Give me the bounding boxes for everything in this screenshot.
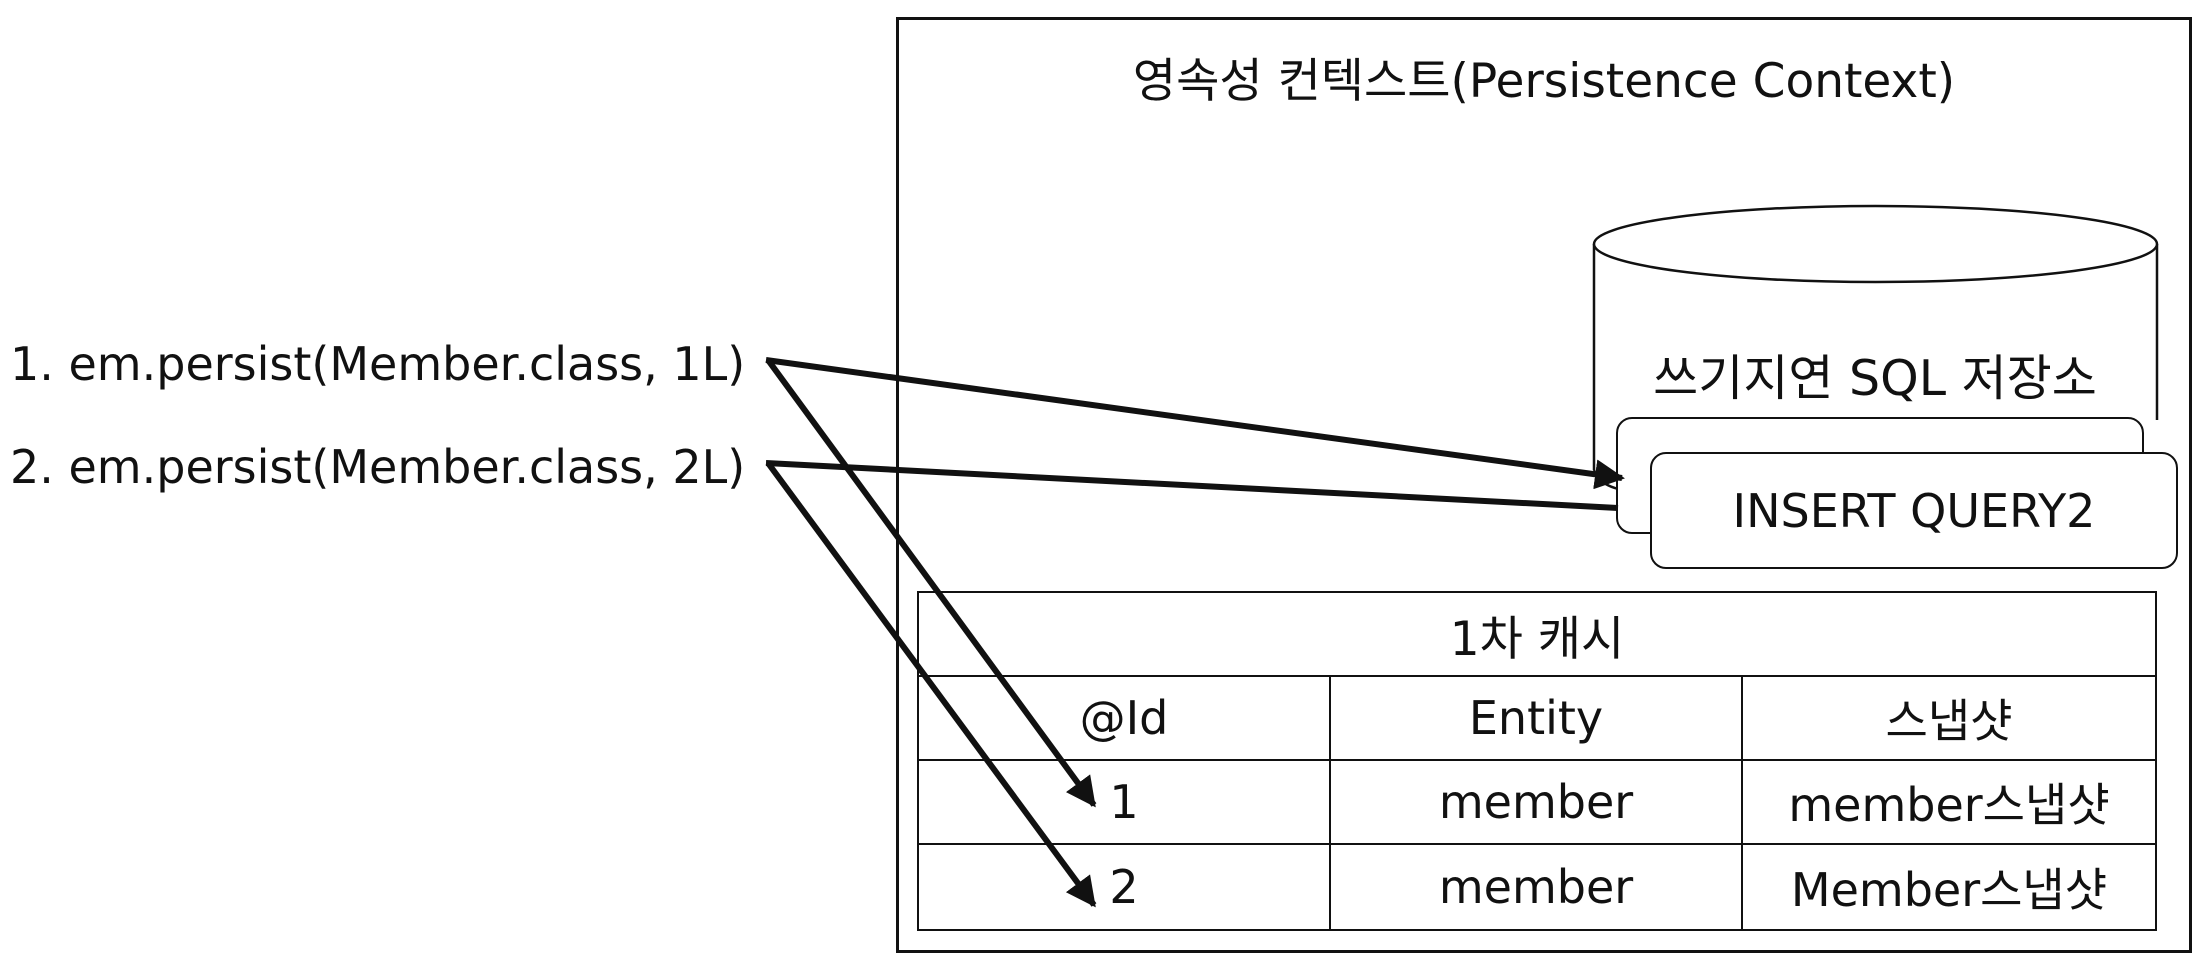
sql-store-label: 쓰기지연 SQL 저장소: [1653, 350, 2097, 407]
cache-cell-entity: member: [1331, 761, 1743, 845]
first-level-cache-table: 1차 캐시 @Id Entity 스냅샷 1 member member스냅샷 …: [917, 591, 2157, 931]
query-card: INSERT QUERY2: [1650, 452, 2178, 569]
cache-cell-entity: member: [1331, 845, 1743, 929]
cache-cell-snapshot: member스냅샷: [1743, 761, 2155, 845]
cache-header-id: @Id: [919, 677, 1331, 761]
command-persist-2: 2. em.persist(Member.class, 2L): [10, 440, 746, 494]
arrow-cmd1-to-row1: [765, 358, 1097, 808]
cache-cell-id: 2: [919, 845, 1331, 929]
cache-grid: @Id Entity 스냅샷 1 member member스냅샷 2 memb…: [919, 677, 2155, 929]
cache-cell-snapshot: Member스냅샷: [1790, 863, 2108, 917]
command-persist-1: 1. em.persist(Member.class, 1L): [10, 337, 746, 391]
arrow-cmd1-to-store: [765, 357, 1625, 490]
cache-cell-id: 1: [919, 761, 1331, 845]
cache-header-snapshot: 스냅샷: [1743, 677, 2155, 761]
cache-header-entity: Entity: [1331, 677, 1743, 761]
line-cmd2-to-query: [765, 460, 1619, 511]
arrow-cmd2-to-row2: [765, 461, 1097, 908]
persistence-context-title: 영속성 컨텍스트(Persistence Context): [1132, 54, 1956, 109]
cache-title: 1차 캐시: [919, 593, 2155, 677]
